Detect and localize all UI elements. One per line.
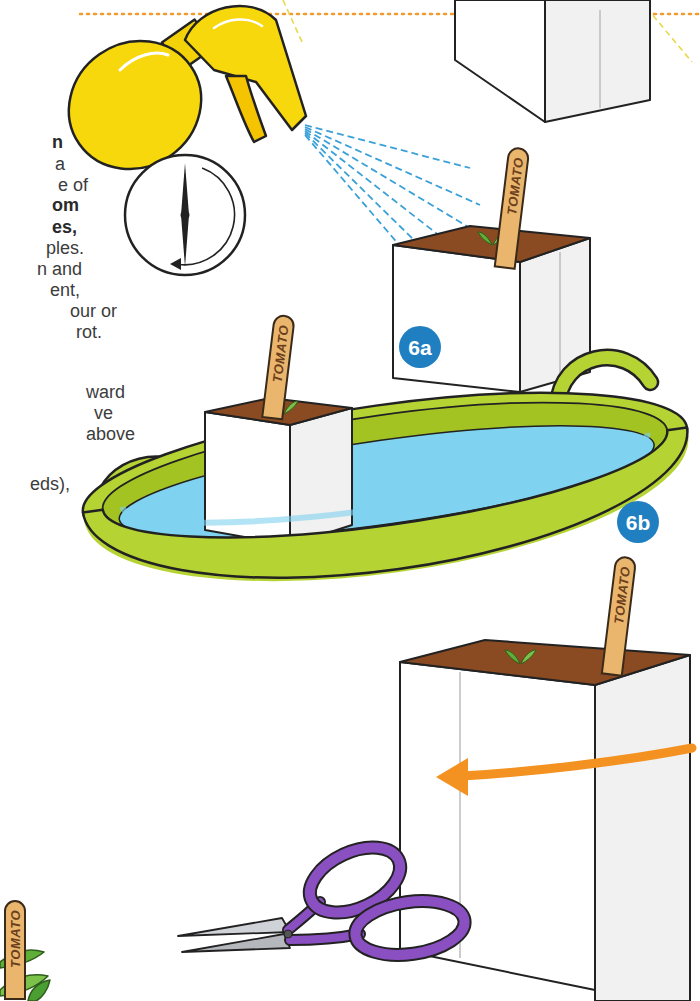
water-tray-front (83, 428, 700, 615)
badge-fill (399, 326, 441, 368)
plant-label-stick: TOMATO (494, 146, 531, 270)
step-badge: 6b (616, 500, 660, 544)
body-text-fragment: a (55, 154, 65, 175)
timer-dial (125, 155, 245, 275)
plant-label-stick: TOMATO (261, 314, 296, 421)
body-text-fragment: n (52, 132, 63, 153)
body-text-fragment: eds), (30, 474, 70, 495)
badge-fill (617, 501, 659, 543)
scissors (178, 834, 468, 961)
node-text: TOMATO (505, 157, 525, 216)
node-text: TOMATO (9, 910, 22, 968)
body-text-fragment: ples. (46, 238, 84, 259)
upper-box (455, 0, 650, 122)
seedling (505, 650, 536, 664)
body-text-fragment: ward (86, 382, 125, 403)
body-text-fragment: es, (52, 217, 77, 238)
pot (393, 226, 590, 392)
body-text-fragment: rot. (76, 322, 102, 343)
body-text-fragment: above (86, 424, 135, 445)
node-text: 6a (408, 337, 431, 358)
plant-label-stick: TOMATO (601, 555, 637, 677)
body-text-fragment: ent, (50, 280, 80, 301)
body-text-fragment: om (52, 195, 79, 216)
body-text-fragment: our or (70, 301, 117, 322)
plant-label-stick: TOMATO (4, 900, 26, 1000)
body-text-fragment: n and (37, 259, 82, 280)
node-text: 6b (626, 512, 651, 533)
node-text: TOMATO (612, 566, 632, 625)
node-text: TOMATO (270, 324, 290, 383)
spray-mist (305, 125, 480, 246)
body-text-fragment: e of (58, 175, 88, 196)
body-text-fragment: ve (94, 403, 113, 424)
turn-arrow (436, 748, 692, 796)
step-badge: 6a (398, 325, 442, 369)
